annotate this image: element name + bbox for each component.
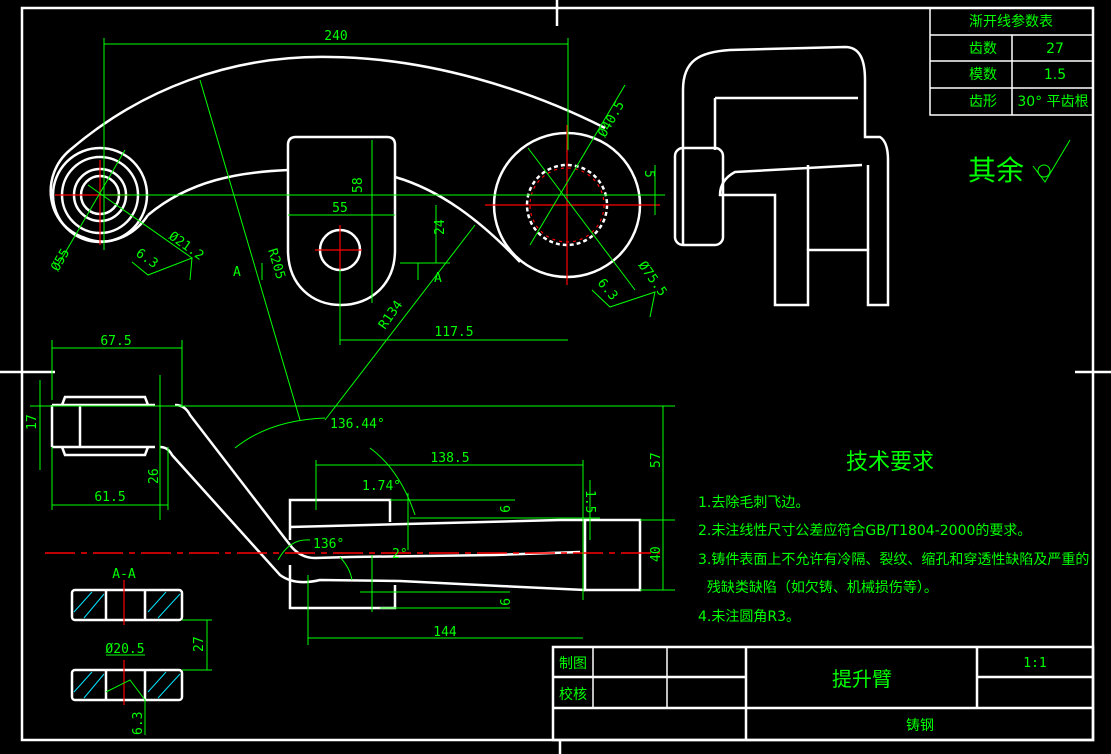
- checked-by-label: 校核: [559, 686, 587, 703]
- dim-24: 24: [433, 219, 448, 235]
- tech-req-item: 4.未注圆角R3。: [698, 609, 800, 625]
- dim-67-5: 67.5: [100, 334, 131, 349]
- param-label-teeth: 齿数: [969, 41, 997, 57]
- dim-55: 55: [332, 201, 348, 216]
- section-a-a: A-A Ø20.5 27 6.3: [70, 567, 212, 735]
- param-table-title: 渐开线参数表: [969, 13, 1053, 30]
- dim-1-5: 1.5: [582, 490, 597, 513]
- title-block: 制图 校核 提升臂 1:1 铸钢: [551, 645, 1095, 742]
- dim-17: 17: [25, 414, 40, 430]
- param-value-teeth: 27: [1046, 41, 1064, 57]
- general-roughness-note: 其余: [968, 139, 1071, 187]
- dim-phi21-2: Ø21.2: [166, 229, 207, 264]
- dim-117-5: 117.5: [434, 325, 473, 340]
- section-mark-a-left: A: [233, 265, 241, 280]
- tech-req-title: 技术要求: [846, 450, 934, 475]
- dim-40-value: 40: [649, 546, 664, 562]
- technical-requirements: 技术要求 1.去除毛刺飞边。 2.未注线性尺寸公差应符合GB/T1804-200…: [698, 450, 1089, 625]
- param-value-module: 1.5: [1044, 67, 1066, 83]
- roughness-right-value: 6.3: [594, 276, 621, 304]
- dim-phi20-5: Ø20.5: [105, 642, 144, 657]
- dim-r134: R134: [376, 298, 406, 332]
- dim-26: 26: [147, 468, 162, 484]
- drawn-by-label: 制图: [559, 656, 587, 672]
- material: 铸钢: [906, 718, 934, 734]
- angle-136: 136°: [313, 537, 344, 552]
- angle-136-44: 136.44°: [330, 417, 385, 432]
- tech-req-item: 3.铸件表面上不允许有冷隔、裂纹、缩孔和穿透性缺陷及严重的: [698, 552, 1089, 568]
- section-title: A-A: [112, 567, 136, 582]
- dim-57: 57: [649, 452, 664, 468]
- dim-144: 144: [433, 625, 457, 640]
- dim-9-top: 9: [496, 505, 511, 513]
- scale: 1:1: [1023, 656, 1046, 671]
- dim-r205: R205: [264, 247, 287, 281]
- angle-2: 2°: [392, 547, 408, 562]
- side-view: [673, 45, 890, 307]
- section-hatch: [73, 591, 181, 699]
- dim-61-5: 61.5: [94, 490, 125, 505]
- roughness-left-value: 6.3: [133, 246, 161, 272]
- front-view: 67.5 17 26 61.5 136.44° 138.5 1.74° 9 1.…: [25, 334, 675, 645]
- part-name: 提升臂: [832, 667, 892, 691]
- dim-5: 5: [641, 170, 656, 178]
- param-label-profile: 齿形: [969, 94, 997, 110]
- involute-parameter-table: 渐开线参数表 齿数 27 模数 1.5 齿形 30° 平齿根: [929, 7, 1094, 116]
- tech-req-item: 1.去除毛刺飞边。: [698, 495, 809, 511]
- section-mark-a-right: A: [434, 271, 442, 286]
- top-view: 240 Ø40.5 Ø75.5 6.3 5 58 55 24 R205 R134…: [48, 29, 669, 421]
- roughness-label: 其余: [968, 154, 1024, 187]
- tech-req-item: 2.未注线性尺寸公差应符合GB/T1804-2000的要求。: [698, 522, 1031, 539]
- dim-phi40-5: Ø40.5: [595, 99, 628, 140]
- angle-1-74: 1.74°: [362, 479, 401, 494]
- dim-phi55: Ø55: [48, 246, 73, 274]
- surface-roughness-icon: [1032, 139, 1071, 183]
- param-label-module: 模数: [969, 67, 997, 83]
- dim-9-bottom: 9: [496, 598, 511, 606]
- dim-27: 27: [192, 636, 207, 652]
- tech-req-item: 残缺类缺陷（如欠铸、机械损伤等）。: [698, 579, 938, 596]
- param-value-profile: 30° 平齿根: [1017, 94, 1088, 110]
- dim-138-5: 138.5: [430, 451, 469, 466]
- dim-58: 58: [351, 177, 366, 193]
- section-roughness-value: 6.3: [131, 712, 146, 735]
- dim-240: 240: [324, 29, 347, 44]
